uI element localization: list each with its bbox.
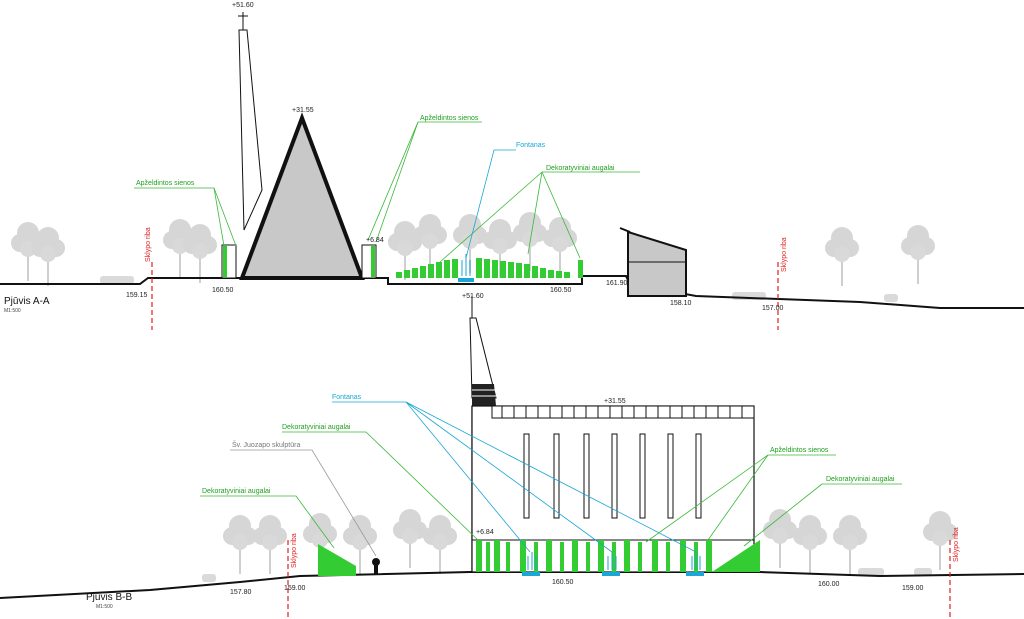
label-b-plants-left: Dekoratyviniai augalai [202,488,271,495]
section-b: Sklypo riba Sklypo riba Fontanas Dekorat… [0,293,1024,619]
ground-line-a [0,275,1024,309]
label-a-plants: Dekoratyviniai augalai [546,165,615,172]
car-a-right2 [884,294,898,302]
fountain-a [458,254,474,282]
elev-a-wall: +6.84 [366,237,384,244]
elev-a-small-base: 158.10 [670,300,692,307]
leader-b-sculpture [230,449,377,557]
trees-a-right [825,225,935,286]
section-b-title: Pjūvis B-B [86,592,132,603]
label-a-walls-right: Apželdintos sienos [420,115,479,122]
label-a-fountain: Fontanas [516,142,546,149]
small-building-a [619,227,687,297]
ground-line-b [0,571,1024,599]
section-a-scale: M1:500 [4,308,21,314]
label-b-walls: Apželdintos sienos [770,447,829,454]
label-b-sculpture: Šv. Juozapo skulptūra [232,440,300,449]
plants-slope-b-left [318,544,356,576]
plants-slope-b-right [712,540,760,572]
elev-b-roof: +31.55 [604,398,626,405]
boundary-label-b-right: Sklypo riba [953,527,960,562]
elev-a-right: 157.00 [762,305,784,312]
elev-a-left: 160.50 [212,287,234,294]
car-b-right2 [914,568,932,576]
elev-b-mid: 160.50 [552,579,574,586]
church-triangle-a [239,112,365,280]
elev-a-left-low: 159.15 [126,292,148,299]
leaders-a-blue [465,149,516,259]
elev-b-right-far: 159.00 [902,585,924,592]
elev-b-wall: +6.84 [476,529,494,536]
sculpture-b [372,558,380,574]
elev-b-left-low: 157.80 [230,589,252,596]
section-b-scale: M1:500 [96,604,113,610]
section-a-title: Pjūvis A-A [4,296,50,307]
car-b-right [858,568,884,576]
spire-a [238,12,263,231]
trees-a-left [11,219,217,286]
elev-a-small-bldg: 161.90 [606,280,628,287]
elev-a-roof: +31.55 [292,107,314,114]
elev-b-spire: +51.60 [462,293,484,300]
elev-b-left: 159.00 [284,585,306,592]
leaders-b-green [200,431,902,549]
leaders-a-green [134,121,640,263]
label-b-fountain: Fontanas [332,394,362,401]
boundary-label-a-right: Sklypo riba [781,237,788,272]
label-b-plants-top: Dekoratyviniai augalai [282,424,351,431]
plants-row-a [396,258,583,278]
car-b-left [202,574,216,582]
label-a-walls-left: Apželdintos sienos [136,180,195,187]
elev-a-spire: +51.60 [232,2,254,9]
elev-b-right: 160.00 [818,581,840,588]
section-a: Sklypo riba Sklypo riba Apželdintos sien… [0,2,1024,330]
fountain-jets-b [527,552,701,570]
elev-a-mid: 160.50 [550,287,572,294]
boundary-label-b-left: Sklypo riba [291,533,298,568]
label-b-plants-right: Dekoratyviniai augalai [826,476,895,483]
boundary-label-a-left: Sklypo riba [145,227,152,262]
leaders-b-blue [332,401,697,553]
car-a-left [100,276,134,284]
fountains-b [522,572,704,576]
